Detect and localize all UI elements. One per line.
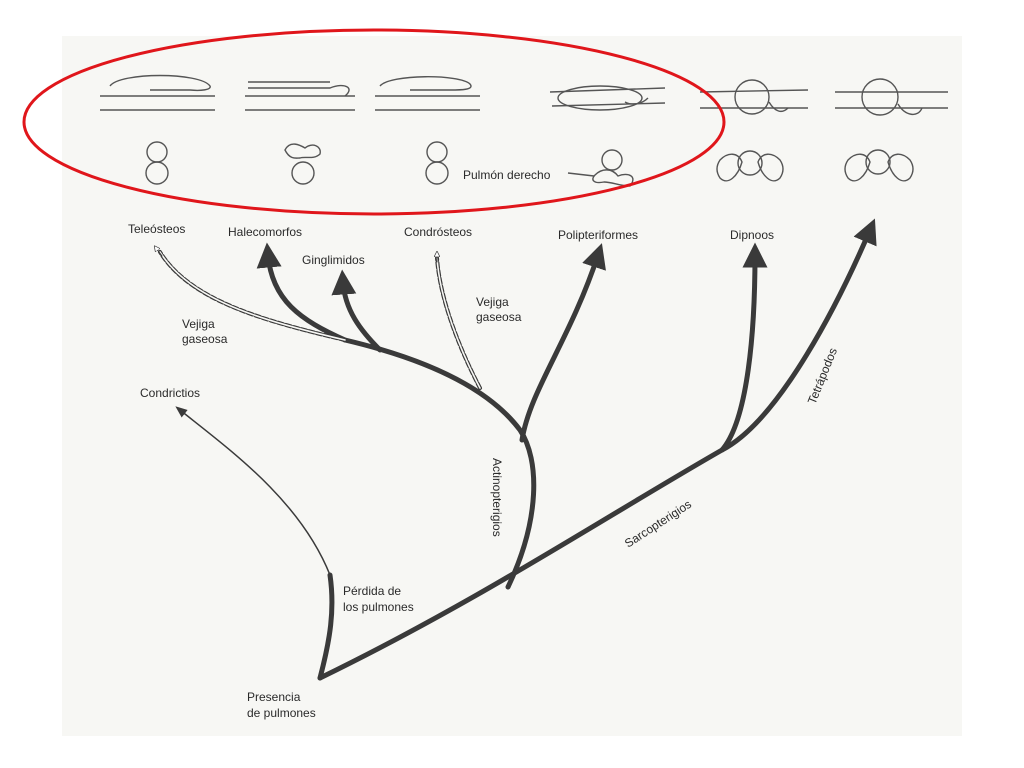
label-perdida-1: Pérdida de <box>343 584 401 598</box>
label-condrictios: Condrictios <box>140 386 200 400</box>
highlight-ellipse <box>22 28 726 216</box>
label-presencia-1: Presencia <box>247 690 301 704</box>
branch-condrosteos <box>435 256 482 390</box>
lung-illustration-4 <box>549 85 666 187</box>
label-condrosteos: Condrósteos <box>404 225 472 239</box>
label-vejiga-2: Vejiga <box>476 295 509 309</box>
lung-illustration-5 <box>699 79 809 182</box>
label-vejiga-1b: gaseosa <box>182 332 228 346</box>
lung-illustration-2 <box>245 81 355 185</box>
label-presencia-2: de pulmones <box>247 706 316 720</box>
label-teleosteos: Teleósteos <box>128 222 185 236</box>
label-polipteriformes: Polipteriformes <box>558 228 638 242</box>
label-pulmon-derecho: Pulmón derecho <box>463 168 551 182</box>
branch-dipnoos <box>719 242 768 453</box>
tree-branches <box>156 218 877 681</box>
lung-illustrations <box>100 74 948 187</box>
label-vejiga-2b: gaseosa <box>476 310 522 324</box>
branch-sarcopterygii <box>317 218 877 681</box>
branch-condrictios <box>175 406 333 679</box>
lung-illustration-1 <box>100 74 215 185</box>
label-actinopterigios: Actinopterigios <box>490 458 504 537</box>
lung-illustration-3 <box>375 76 480 185</box>
label-tetrapodos: Tetrápodos <box>805 346 840 406</box>
branch-actinopterygii <box>342 337 537 590</box>
branch-perdida <box>317 572 335 681</box>
label-perdida-2: los pulmones <box>343 600 414 614</box>
branch-ginglimidos <box>331 269 383 353</box>
label-vejiga-1: Vejiga <box>182 317 215 331</box>
label-ginglimidos: Ginglimidos <box>302 253 365 267</box>
branch-halecomorfos <box>256 242 348 343</box>
figure-paper <box>62 36 962 736</box>
lung-illustration-6 <box>835 78 948 182</box>
label-halecomorfos: Halecomorfos <box>228 225 302 239</box>
label-dipnoos: Dipnoos <box>730 228 774 242</box>
branch-polipteriformes <box>519 243 606 443</box>
